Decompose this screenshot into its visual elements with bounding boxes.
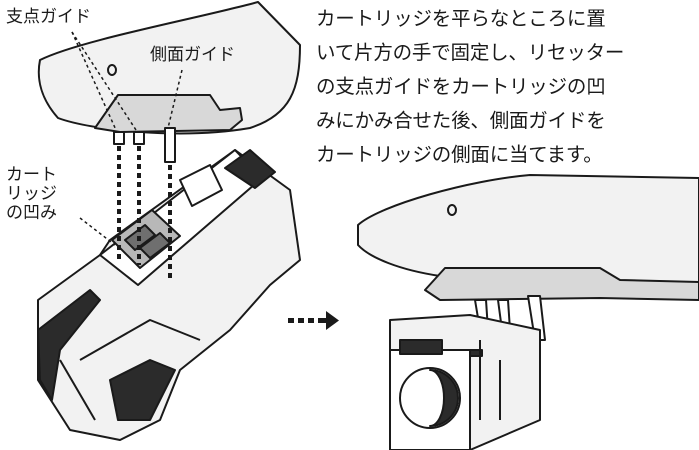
label-side-guide: 側面ガイド: [150, 45, 235, 65]
resetter-hole-left: [107, 64, 117, 76]
pointer-pivot-2: [71, 31, 137, 131]
instruction-line-1: カートリッジを平らなところに置: [316, 7, 606, 30]
cartridge-dark-slot-right: [399, 339, 443, 355]
label-cartridge-recess: カート リッジ の凹み: [6, 166, 57, 223]
cartridge-front-opening: [37, 289, 101, 401]
resetter-plate-right: [424, 267, 699, 301]
pointer-side: [167, 69, 183, 129]
pivot-tab-left: [113, 131, 125, 145]
instruction-text: カートリッジを平らなところに置 いて片方の手で固定し、リセッター の支点ガイドを…: [316, 2, 696, 172]
cartridge-lower-opening: [109, 359, 176, 421]
side-guide-tab: [164, 127, 176, 163]
instruction-line-5: カートリッジの側面に当てます。: [316, 143, 603, 166]
resetter-hole-right: [447, 204, 457, 216]
instruction-line-2: いて片方の手で固定し、リセッター: [316, 41, 625, 64]
cartridge-top-slot: [224, 149, 276, 189]
instruction-line-4: みにかみ合せた後、側面ガイドを: [316, 109, 606, 132]
cartridge-wheel-dark: [429, 369, 459, 427]
label-recess-line-1: カート: [6, 165, 57, 185]
instruction-line-3: の支点ガイドをカートリッジの凹: [316, 75, 606, 98]
label-recess-line-3: の凹み: [6, 203, 57, 223]
label-recess-line-2: リッジ: [6, 184, 57, 204]
pointer-recess: [79, 217, 116, 246]
label-pivot-guide: 支点ガイド: [6, 7, 91, 27]
resetter-body-left: [37, 1, 301, 135]
arrow-right-icon: [288, 311, 339, 330]
pivot-tab-right: [133, 131, 145, 145]
